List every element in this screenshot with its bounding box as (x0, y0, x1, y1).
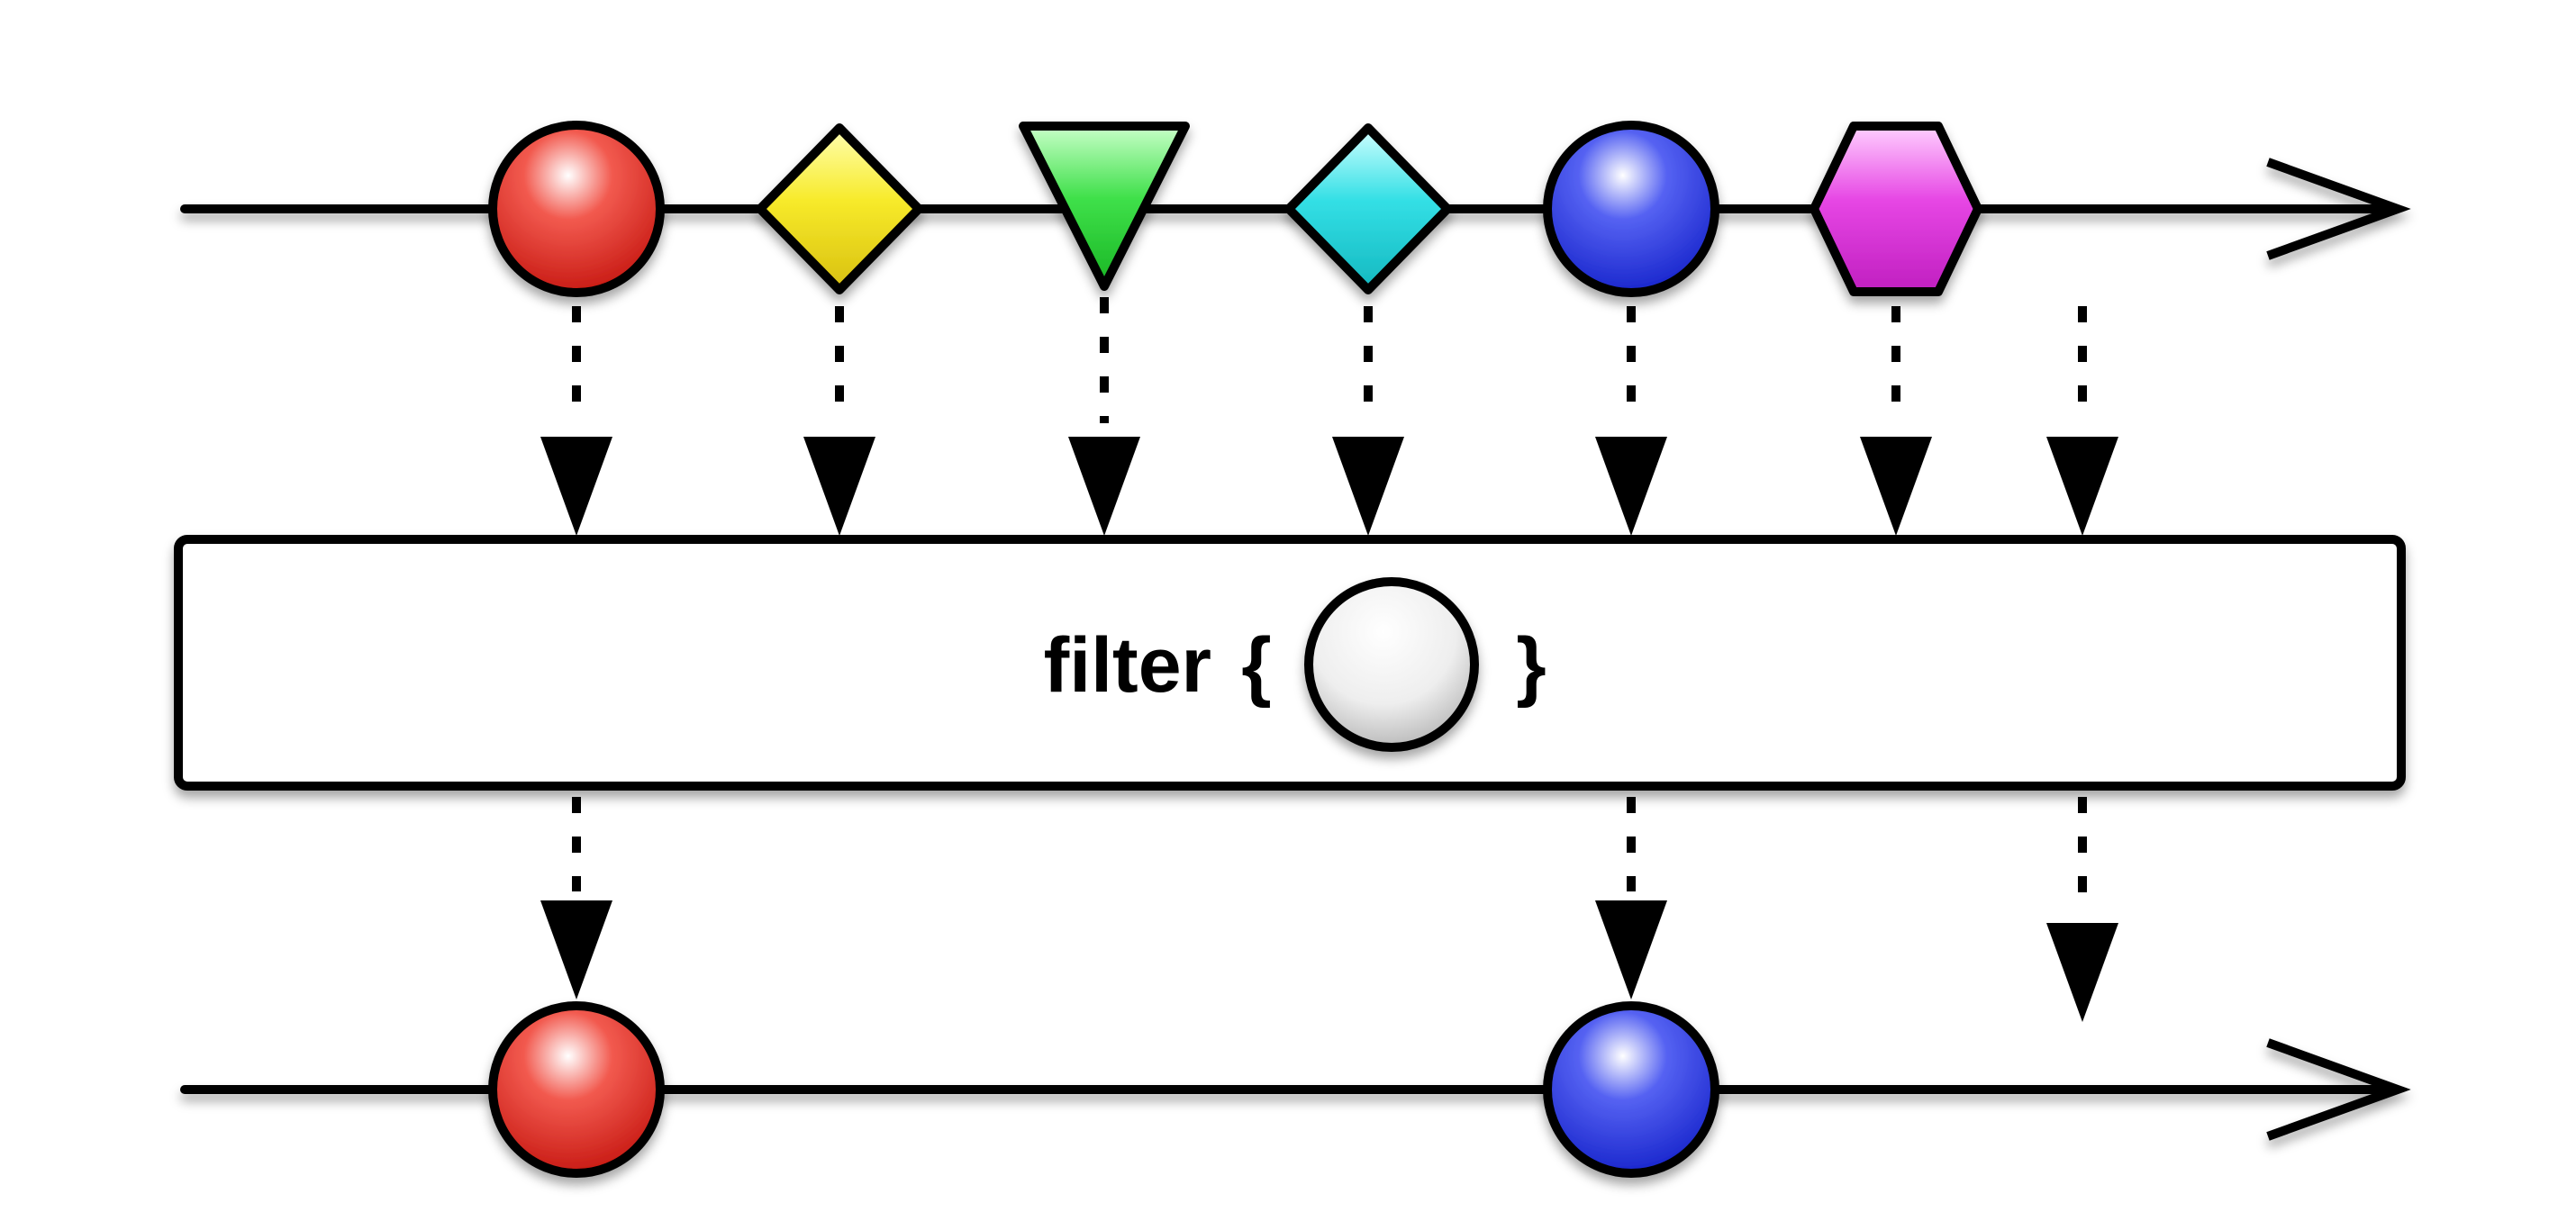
result-marble-red-circle (488, 1001, 665, 1178)
source-marble-cyan-diamond (1284, 123, 1452, 294)
source-marble-green-triangle (1019, 122, 1190, 291)
input-arrows (540, 297, 2118, 536)
input-arrow (2046, 306, 2118, 536)
operator-box (174, 535, 2406, 791)
source-marble-magenta-hexagon (1810, 122, 1982, 296)
operator-label: filter { } (1044, 577, 1547, 752)
input-arrow (803, 306, 875, 536)
output-arrows (540, 797, 2118, 1022)
source-marble-blue-circle (1543, 121, 1719, 297)
output-arrow (1595, 797, 1667, 999)
output-arrow (540, 797, 612, 999)
operator-open-brace: { (1241, 622, 1271, 709)
input-arrow (1595, 306, 1667, 536)
predicate-marble-white-circle (1304, 577, 1479, 752)
input-arrow (1068, 297, 1140, 536)
input-arrow (1332, 306, 1404, 536)
source-marble-red-circle (488, 121, 665, 297)
operator-name: filter (1044, 622, 1211, 709)
output-arrow (2046, 797, 2118, 1022)
input-arrow (1860, 306, 1932, 536)
svg-text:filter: filter (1044, 622, 1211, 709)
operator-close-brace: } (1516, 622, 1546, 709)
input-arrow (540, 306, 612, 536)
source-marble-yellow-diamond (756, 123, 923, 294)
result-marble-blue-circle (1543, 1001, 1719, 1178)
